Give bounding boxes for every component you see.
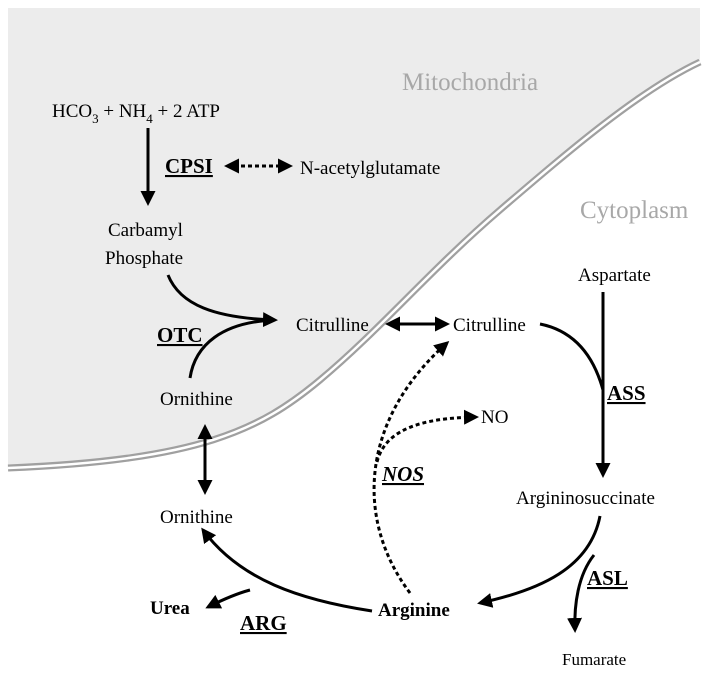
cytoplasm-label: Cytoplasm: [580, 197, 689, 224]
argininosuccinate-label: Argininosuccinate: [516, 488, 655, 509]
asl-enzyme-label: ASL: [587, 566, 628, 590]
aspartate-label: Aspartate: [578, 265, 651, 286]
substrates-label: HCO3 + NH4 + 2 ATP: [52, 101, 220, 126]
carbamyl-label: Carbamyl: [108, 220, 183, 241]
no-label: NO: [481, 407, 508, 428]
nos-to-no-arrow: [375, 409, 479, 463]
arg-enzyme-label: ARG: [240, 611, 287, 635]
arginine-label: Arginine: [378, 600, 450, 621]
citrulline-to-ass-arrow: [539, 322, 605, 391]
citrulline-mito-label: Citrulline: [296, 315, 369, 336]
carbamyl-to-citrulline-arrow: [166, 274, 278, 328]
asl-to-fumarate-arrow: [567, 554, 596, 633]
n-acetylglutamate-label: N-acetylglutamate: [300, 158, 440, 179]
otc-enzyme-label: OTC: [157, 323, 203, 347]
asl-to-arginine-arrow: [477, 515, 602, 608]
nos-enzyme-label: NOS: [381, 462, 424, 486]
arg-to-ornithine-arrow: [201, 527, 373, 613]
citrulline-cyto-label: Citrulline: [453, 315, 526, 336]
urea-label: Urea: [150, 598, 190, 619]
ornithine-cyto-label: Ornithine: [160, 507, 233, 528]
arg-to-urea-arrow: [205, 588, 251, 609]
phosphate-label: Phosphate: [105, 248, 183, 269]
fumarate-label: Fumarate: [562, 650, 626, 669]
ornithine-mito-label: Ornithine: [160, 389, 233, 410]
ass-enzyme-label: ASS: [607, 381, 646, 405]
mitochondria-region: [8, 8, 700, 468]
cpsi-enzyme-label: CPSI: [165, 154, 213, 178]
mitochondria-label: Mitochondria: [402, 69, 538, 96]
ornithine-to-citrulline-arrow: [188, 318, 276, 379]
